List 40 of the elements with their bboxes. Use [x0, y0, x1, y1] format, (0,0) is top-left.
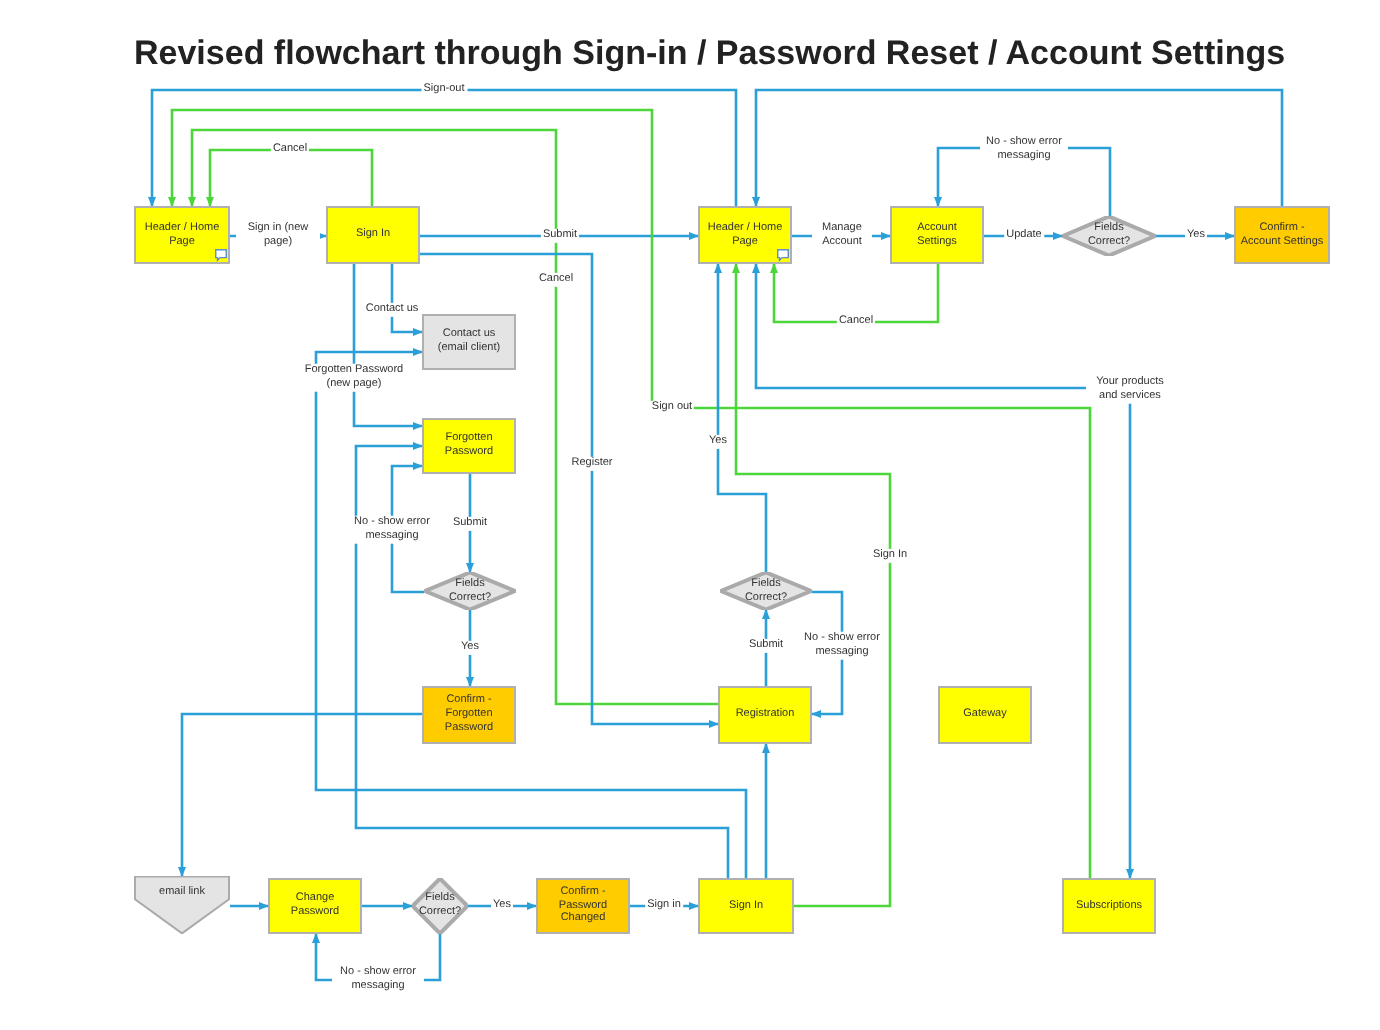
arrow — [762, 743, 770, 878]
process-box — [326, 206, 420, 264]
process-box — [698, 878, 794, 934]
process-box — [536, 878, 630, 934]
decision-diamond — [1062, 216, 1156, 256]
arrow — [148, 88, 738, 207]
decision-diamond — [424, 572, 516, 610]
arrow — [762, 609, 770, 686]
process-box — [134, 206, 230, 264]
decision-diamond — [720, 572, 812, 610]
arrow — [752, 263, 1134, 879]
arrow — [466, 610, 474, 687]
process-box — [422, 418, 516, 474]
process-box — [422, 686, 516, 744]
process-box — [698, 206, 792, 264]
arrow — [230, 902, 269, 910]
off-page-connector — [134, 876, 230, 934]
arrow — [168, 108, 1092, 878]
arrow — [188, 128, 718, 706]
process-box — [938, 686, 1032, 744]
process-box — [1234, 206, 1330, 264]
arrow — [752, 88, 1284, 207]
arrow — [178, 712, 422, 877]
arrow — [466, 474, 474, 573]
arrow — [770, 263, 940, 324]
process-box — [890, 206, 984, 264]
arrow — [732, 263, 892, 908]
arrow — [390, 264, 423, 336]
arrow — [354, 442, 730, 878]
decision-diamond — [412, 878, 468, 934]
arrow — [362, 902, 413, 910]
diagram-title: Revised flowchart through Sign-in / Password Reset / Account Settings — [134, 32, 1286, 76]
process-box — [718, 686, 812, 744]
arrow — [352, 264, 423, 430]
arrow — [420, 252, 719, 728]
arrow — [714, 263, 768, 572]
process-box — [268, 878, 362, 934]
process-box — [1062, 878, 1156, 934]
arrow — [314, 348, 748, 878]
process-box — [422, 314, 516, 370]
